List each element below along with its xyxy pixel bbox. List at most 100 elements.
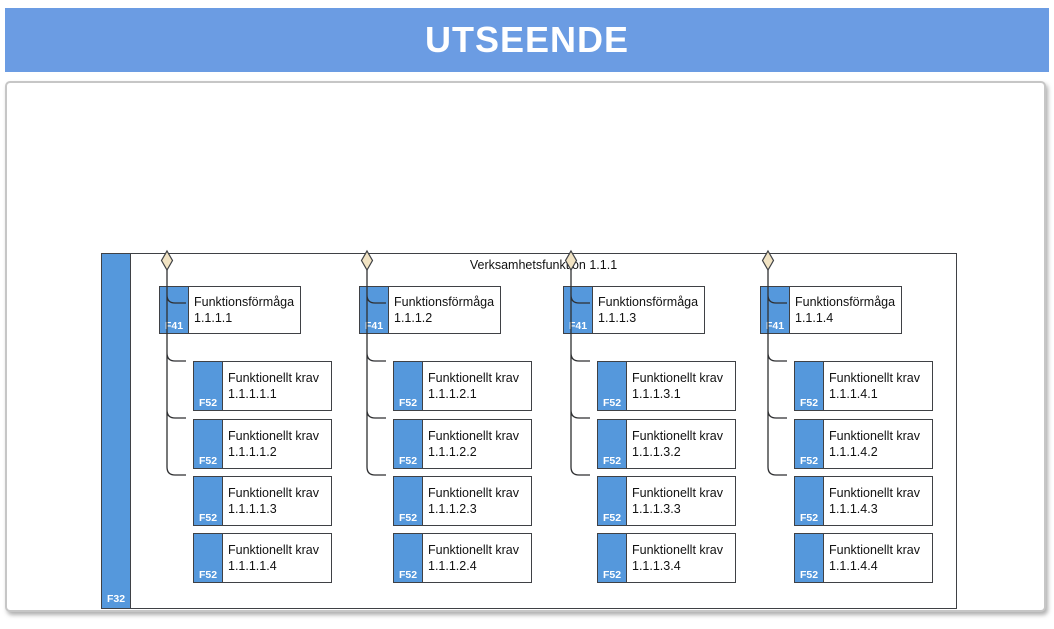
capability-node[interactable]: F41 Funktionsförmåga 1.1.1.2: [359, 286, 501, 334]
f52-tab: F52: [598, 534, 627, 582]
node-title: Funktionellt krav: [228, 429, 320, 443]
requirement-node[interactable]: F52 Funktionellt krav 1.1.1.3.2: [597, 419, 736, 469]
node-title: Funktionellt krav: [632, 371, 724, 385]
node-id: 1.1.1.3.3: [632, 502, 681, 516]
f41-tab-label: F41: [364, 320, 384, 332]
requirement-node[interactable]: F52 Funktionellt krav 1.1.1.3.3: [597, 476, 736, 526]
node-id: 1.1.1.4.4: [829, 559, 878, 573]
f41-tab-label: F41: [568, 320, 588, 332]
requirement-node[interactable]: F52 Funktionellt krav 1.1.1.3.1: [597, 361, 736, 411]
f52-tab: F52: [194, 477, 223, 525]
f52-tab-label: F52: [602, 569, 622, 581]
node-title: Funktionellt krav: [428, 429, 520, 443]
node-id: 1.1.1.2: [394, 311, 433, 325]
f32-tab: F32: [102, 254, 131, 608]
f52-tab: F52: [194, 534, 223, 582]
title-banner: UTSEENDE: [5, 8, 1049, 72]
node-title: Funktionellt krav: [829, 429, 921, 443]
requirement-node[interactable]: F52 Funktionellt krav 1.1.1.2.2: [393, 419, 532, 469]
f52-tab-label: F52: [799, 512, 819, 524]
node-id: 1.1.1.2.1: [428, 387, 477, 401]
requirement-node[interactable]: F52 Funktionellt krav 1.1.1.4.1: [794, 361, 933, 411]
f52-tab: F52: [795, 420, 824, 468]
f52-tab: F52: [194, 362, 223, 410]
node-title: Funktionsförmåga: [795, 295, 896, 309]
f52-tab-label: F52: [602, 397, 622, 409]
node-title: Funktionellt krav: [428, 543, 520, 557]
node-id: 1.1.1.2.4: [428, 559, 477, 573]
f52-tab: F52: [795, 477, 824, 525]
node-title: Funktionellt krav: [428, 371, 520, 385]
node-title: Funktionellt krav: [829, 543, 921, 557]
f52-tab: F52: [598, 362, 627, 410]
f52-tab-label: F52: [602, 512, 622, 524]
node-id: 1.1.1.3.1: [632, 387, 681, 401]
node-id: 1.1.1.1.2: [228, 445, 277, 459]
f52-tab-label: F52: [198, 397, 218, 409]
f52-tab-label: F52: [198, 569, 218, 581]
node-id: 1.1.1.1.3: [228, 502, 277, 516]
node-title: Funktionellt krav: [632, 543, 724, 557]
node-title: Funktionellt krav: [428, 486, 520, 500]
f52-tab-label: F52: [799, 455, 819, 467]
f41-tab: F41: [360, 287, 389, 333]
node-id: 1.1.1.4.1: [829, 387, 878, 401]
node-title: Funktionellt krav: [632, 429, 724, 443]
diagram-panel: F32 Verksamhetsfunktion 1.1.1 F41 Funkti…: [5, 81, 1046, 612]
page-title: UTSEENDE: [424, 19, 630, 60]
requirement-node[interactable]: F52 Funktionellt krav 1.1.1.1.2: [193, 419, 332, 469]
f41-tab-label: F41: [765, 320, 785, 332]
f52-tab: F52: [795, 362, 824, 410]
f52-tab: F52: [394, 477, 423, 525]
requirement-node[interactable]: F52 Funktionellt krav 1.1.1.2.1: [393, 361, 532, 411]
node-id: 1.1.1.4.3: [829, 502, 878, 516]
f52-tab: F52: [194, 420, 223, 468]
node-id: 1.1.1.3.2: [632, 445, 681, 459]
requirement-node[interactable]: F52 Funktionellt krav 1.1.1.1.4: [193, 533, 332, 583]
node-title: Funktionellt krav: [228, 543, 320, 557]
container-title: Verksamhetsfunktion 1.1.1: [469, 258, 618, 272]
node-id: 1.1.1.2.2: [428, 445, 477, 459]
node-title: Funktionellt krav: [829, 371, 921, 385]
f52-tab: F52: [598, 477, 627, 525]
f52-tab-label: F52: [398, 512, 418, 524]
f52-tab: F52: [795, 534, 824, 582]
f52-tab-label: F52: [398, 569, 418, 581]
requirement-node[interactable]: F52 Funktionellt krav 1.1.1.2.4: [393, 533, 532, 583]
requirement-node[interactable]: F52 Funktionellt krav 1.1.1.4.3: [794, 476, 933, 526]
f52-tab-label: F52: [398, 455, 418, 467]
f52-tab-label: F52: [398, 397, 418, 409]
node-id: 1.1.1.1.4: [228, 559, 277, 573]
f52-tab-label: F52: [799, 397, 819, 409]
f52-tab: F52: [394, 534, 423, 582]
f41-tab: F41: [160, 287, 189, 333]
requirement-node[interactable]: F52 Funktionellt krav 1.1.1.2.3: [393, 476, 532, 526]
node-title: Funktionellt krav: [829, 486, 921, 500]
requirement-node[interactable]: F52 Funktionellt krav 1.1.1.4.4: [794, 533, 933, 583]
node-title: Funktionellt krav: [228, 371, 320, 385]
f52-tab-label: F52: [198, 512, 218, 524]
node-title: Funktionsförmåga: [394, 295, 495, 309]
f41-tab: F41: [564, 287, 593, 333]
node-id: 1.1.1.3.4: [632, 559, 681, 573]
node-id: 1.1.1.2.3: [428, 502, 477, 516]
f52-tab-label: F52: [602, 455, 622, 467]
f41-tab-label: F41: [164, 320, 184, 332]
f41-tab: F41: [761, 287, 790, 333]
node-title: Funktionsförmåga: [194, 295, 295, 309]
requirement-node[interactable]: F52 Funktionellt krav 1.1.1.3.4: [597, 533, 736, 583]
node-title: Funktionellt krav: [632, 486, 724, 500]
f52-tab-label: F52: [198, 455, 218, 467]
requirement-node[interactable]: F52 Funktionellt krav 1.1.1.1.1: [193, 361, 332, 411]
node-title: Funktionsförmåga: [598, 295, 699, 309]
f32-tab-label: F32: [106, 593, 126, 605]
f52-tab: F52: [394, 420, 423, 468]
node-id: 1.1.1.1.1: [228, 387, 277, 401]
f52-tab: F52: [598, 420, 627, 468]
